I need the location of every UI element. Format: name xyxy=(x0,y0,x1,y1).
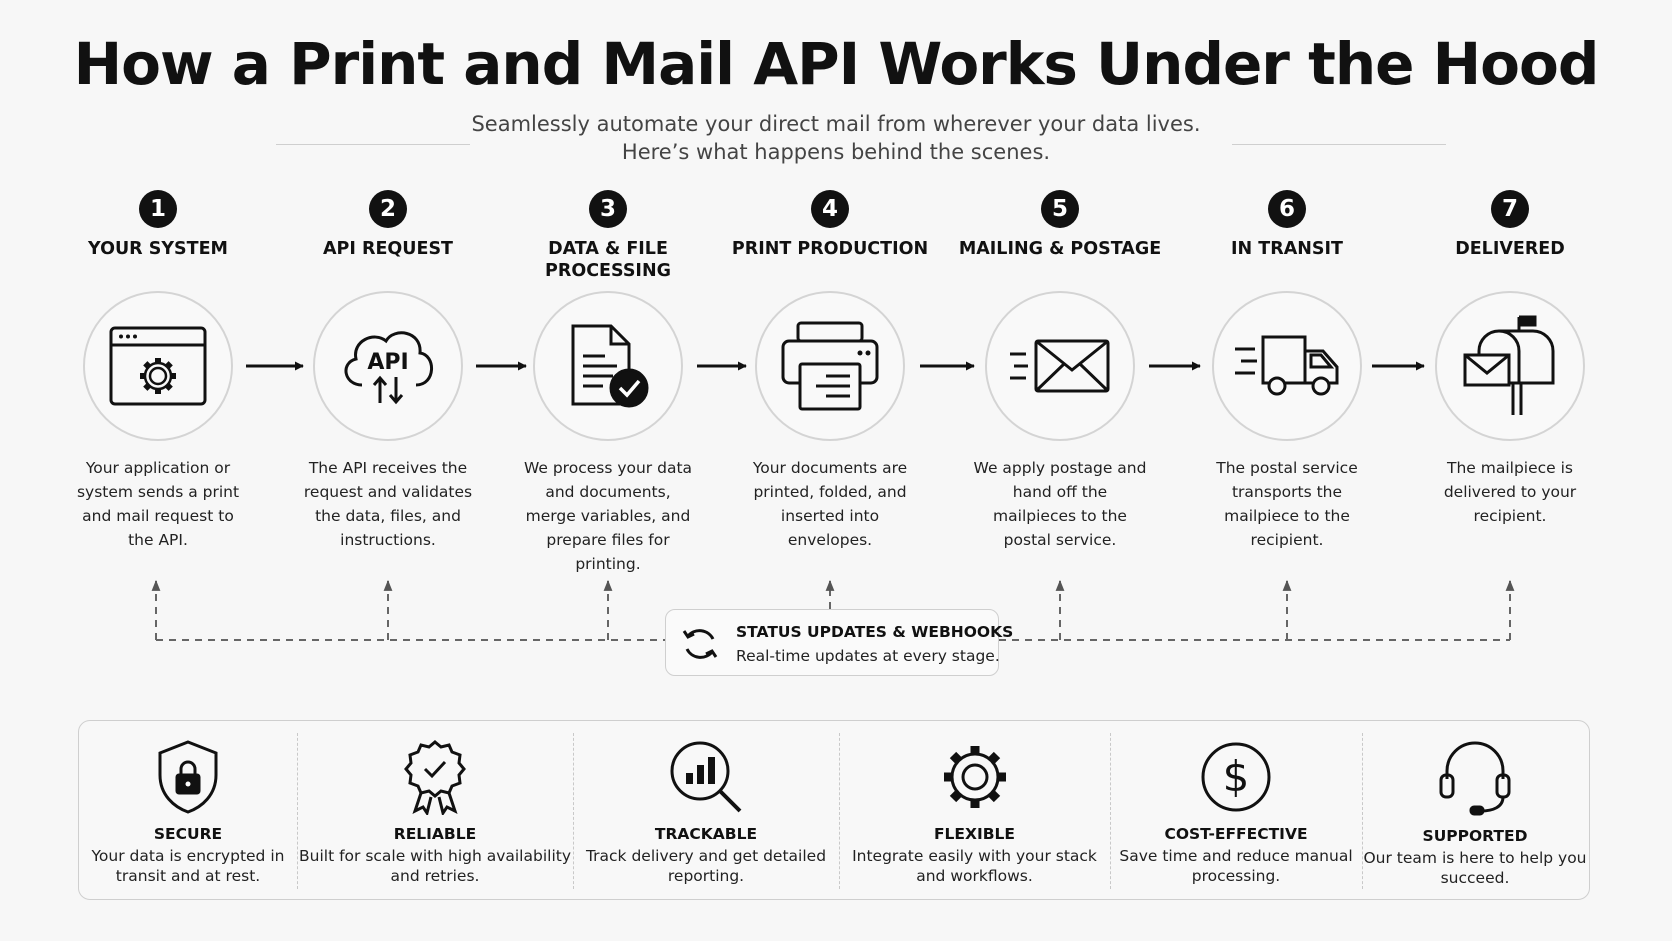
feature-divider xyxy=(1110,733,1111,889)
feature-description: Built for scale with high availability a… xyxy=(299,847,571,885)
chart-magnifier-icon xyxy=(670,741,742,813)
feature-title: SUPPORTED xyxy=(1422,827,1528,845)
step-description: We apply postage and hand off the mailpi… xyxy=(973,459,1147,549)
step-print-production: 4 PRINT PRODUCTION xyxy=(715,190,945,260)
feature-title: SECURE xyxy=(153,825,223,843)
step-title: YOUR SYSTEM xyxy=(88,239,228,259)
step-title: IN TRANSIT xyxy=(1231,239,1343,259)
feature-trackable: TRACKABLE Track delivery and get detaile… xyxy=(573,721,839,901)
step-number: 2 xyxy=(369,190,407,228)
feature-divider xyxy=(573,733,574,889)
feature-flexible: FLEXIBLE Integrate easily with your stac… xyxy=(839,721,1110,901)
badge-check-icon xyxy=(404,740,466,815)
step-number: 7 xyxy=(1491,190,1529,228)
feature-divider xyxy=(839,733,840,889)
status-title: STATUS UPDATES & WEBHOOKS xyxy=(736,623,1014,641)
step-your-system: 1 YOUR SYSTEM xyxy=(43,190,273,260)
feature-description: Your data is encrypted in transit and at… xyxy=(91,847,285,885)
step-number: 5 xyxy=(1041,190,1079,228)
step-mailing-postage: 5 MAILING & POSTAGE xyxy=(945,190,1175,260)
step-title: API REQUEST xyxy=(323,239,453,259)
headset-icon xyxy=(1439,741,1511,816)
feature-supported: SUPPORTED Our team is here to help you s… xyxy=(1362,721,1588,901)
feature-title: TRACKABLE xyxy=(654,825,758,843)
subtitle-line-1: Seamlessly automate your direct mail fro… xyxy=(471,112,1201,136)
status-description: Real-time updates at every stage. xyxy=(736,647,1000,665)
feature-title: RELIABLE xyxy=(393,825,477,843)
step-number: 3 xyxy=(589,190,627,228)
step-description: Your documents are printed, folded, and … xyxy=(752,459,908,549)
dollar-icon: $ xyxy=(1201,742,1271,812)
feature-description: Track delivery and get detailed reportin… xyxy=(585,847,827,885)
feature-title: COST-EFFECTIVE xyxy=(1164,825,1308,843)
subtitle-rule-right xyxy=(1232,144,1446,145)
feature-title: FLEXIBLE xyxy=(933,825,1016,843)
feature-description: Integrate easily with your stack and wor… xyxy=(852,847,1097,885)
step-title: PRINT PRODUCTION xyxy=(731,239,929,259)
step-description: The mailpiece is delivered to your recip… xyxy=(1443,459,1577,525)
svg-text:$: $ xyxy=(1223,752,1250,801)
step-delivered: 7 DELIVERED xyxy=(1395,190,1625,260)
subtitle-line-2: Here’s what happens behind the scenes. xyxy=(621,140,1051,164)
feature-cost-effective: $ COST-EFFECTIVE Save time and reduce ma… xyxy=(1110,721,1362,901)
mailbox-icon xyxy=(1435,291,1585,441)
delivery-truck-icon xyxy=(1212,291,1362,441)
features-panel: SECURE Your data is encrypted in transit… xyxy=(78,720,1590,900)
step-description: The postal service transports the mailpi… xyxy=(1216,459,1358,549)
step-description: Your application or system sends a print… xyxy=(76,459,240,549)
browser-gear-icon xyxy=(83,291,233,441)
feature-reliable: RELIABLE Built for scale with high avail… xyxy=(297,721,573,901)
step-in-transit: 6 IN TRANSIT xyxy=(1172,190,1402,260)
svg-text:API: API xyxy=(367,350,408,375)
step-number: 6 xyxy=(1268,190,1306,228)
document-check-icon xyxy=(533,291,683,441)
envelope-icon xyxy=(985,291,1135,441)
step-description: The API receives the request and validat… xyxy=(303,459,473,549)
step-description: We process your data and documents, merg… xyxy=(523,459,693,573)
step-title: MAILING & POSTAGE xyxy=(958,239,1162,259)
refresh-icon xyxy=(682,629,718,659)
step-data-file-processing: 3 DATA & FILE PROCESSING xyxy=(493,190,723,282)
feature-secure: SECURE Your data is encrypted in transit… xyxy=(79,721,297,901)
feature-divider xyxy=(1362,733,1363,889)
gear-icon xyxy=(943,746,1006,808)
api-cloud-icon: API xyxy=(313,291,463,441)
subtitle-rule-left xyxy=(276,144,470,145)
step-api-request: 2 API REQUEST xyxy=(273,190,503,260)
printer-icon xyxy=(755,291,905,441)
step-number: 1 xyxy=(139,190,177,228)
step-title: DATA & FILE PROCESSING xyxy=(545,239,671,281)
page-title: How a Print and Mail API Works Under the… xyxy=(73,30,1600,98)
feature-divider xyxy=(297,733,298,889)
step-title: DELIVERED xyxy=(1455,239,1565,259)
step-number: 4 xyxy=(811,190,849,228)
shield-lock-icon xyxy=(158,740,218,814)
status-updates-box: STATUS UPDATES & WEBHOOKS Real-time upda… xyxy=(665,609,1013,676)
feature-description: Our team is here to help you succeed. xyxy=(1363,849,1587,887)
feature-description: Save time and reduce manual processing. xyxy=(1119,847,1353,885)
